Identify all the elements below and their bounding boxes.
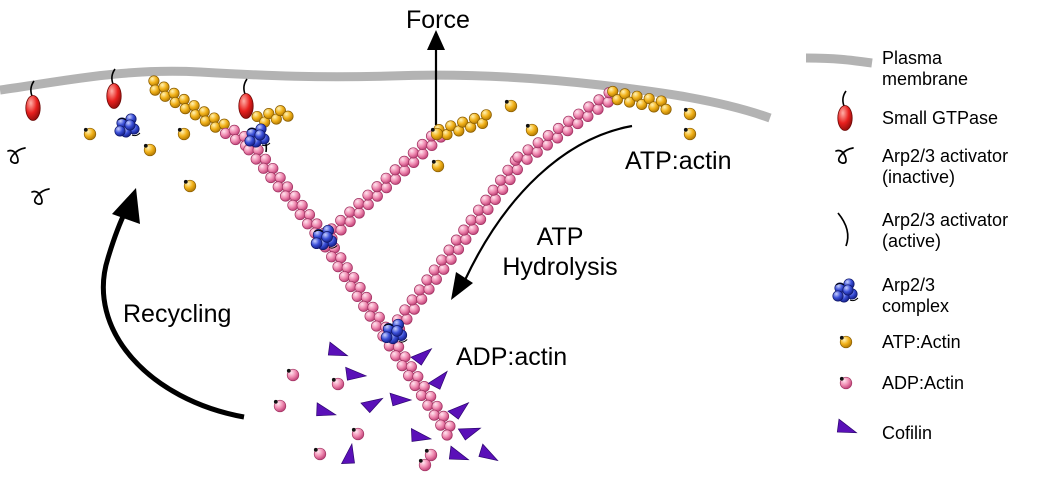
cofilin-icon bbox=[447, 402, 470, 420]
cofilin-icon bbox=[316, 402, 337, 417]
free-atp-actin bbox=[430, 127, 444, 141]
free-atp-actin bbox=[183, 179, 197, 193]
arp23-complex-icon bbox=[380, 318, 408, 345]
force-label: Force bbox=[406, 6, 470, 34]
arp23-complex-icon bbox=[832, 278, 859, 303]
arp23-complex-icon bbox=[310, 224, 338, 251]
atp-hydrolysis-line2: Hydrolysis bbox=[502, 253, 618, 281]
free-atp-actin bbox=[177, 127, 191, 141]
legend-arp23-complex: Arp2/3 complex bbox=[882, 275, 950, 316]
atp-hydrolysis-label: ATP Hydrolysis bbox=[490, 222, 630, 282]
free-adp-actin bbox=[351, 427, 365, 441]
legend-active-activator-icon bbox=[837, 212, 849, 247]
free-atp-actin bbox=[504, 99, 518, 113]
legend-adp-actin: ADP:Actin bbox=[882, 373, 965, 393]
arp23-activator-inactive-icon bbox=[31, 188, 50, 205]
free-adp-actin bbox=[286, 368, 300, 382]
legend-arp23-activator-active: Arp2/3 activator (active) bbox=[882, 210, 1009, 251]
free-atp-actin bbox=[143, 143, 157, 157]
cofilin-icon bbox=[327, 341, 349, 357]
branch-right-upper bbox=[512, 87, 615, 165]
short-atp-segment bbox=[251, 105, 294, 128]
arp23-complex-icon bbox=[114, 113, 141, 138]
free-adp-actin bbox=[313, 447, 327, 461]
legend-plasma-membrane: Plasma membrane bbox=[882, 48, 969, 89]
filament-main-upper bbox=[243, 135, 330, 239]
free-atp-actin bbox=[431, 159, 445, 173]
cofilin-icon bbox=[360, 397, 384, 414]
branch-upper-tip bbox=[433, 109, 492, 141]
legend-icons bbox=[805, 53, 873, 434]
cofilin-icon bbox=[410, 427, 433, 442]
plasma-membrane bbox=[0, 66, 772, 123]
branch-right-lower bbox=[384, 154, 523, 336]
free-adp-actin bbox=[331, 377, 345, 391]
atp-actin-label: ATP:actin bbox=[625, 147, 732, 175]
legend-small-gtpase: Small GTPase bbox=[882, 108, 999, 128]
cofilin-icon bbox=[478, 443, 499, 462]
cofilin-icon bbox=[427, 370, 448, 390]
cofilin-icon bbox=[836, 418, 858, 434]
cofilin-icon bbox=[340, 442, 355, 465]
free-atp-actin bbox=[683, 107, 697, 121]
atp-hydrolysis-line1: ATP bbox=[536, 223, 584, 251]
hydrolysis-arrow-shaft bbox=[464, 124, 633, 281]
small-gtpase-icon bbox=[837, 90, 853, 131]
free-adp-actin bbox=[839, 376, 853, 390]
filament-main-lower bbox=[319, 232, 456, 441]
arp23-activator-inactive-icon bbox=[835, 147, 854, 164]
arrows bbox=[100, 30, 633, 420]
legend-arp23-activator-inactive: Arp2/3 activator (inactive) bbox=[882, 146, 1009, 187]
force-arrow-head bbox=[427, 30, 445, 50]
free-atp-actin bbox=[525, 123, 539, 137]
free-atp-actin bbox=[683, 127, 697, 141]
arp23-activator-inactive-icon bbox=[7, 147, 26, 164]
hydrolysis-arrow-head bbox=[451, 272, 473, 300]
cofilin-icon bbox=[448, 445, 470, 461]
recycling-arrow-shaft bbox=[100, 206, 245, 420]
arp23-complex-icon bbox=[244, 123, 271, 148]
cofilin-icon bbox=[345, 366, 368, 381]
molecules bbox=[7, 68, 697, 472]
legend-atp-actin: ATP:Actin bbox=[882, 332, 961, 352]
small-gtpase-icon bbox=[25, 80, 41, 121]
small-gtpase-icon bbox=[106, 68, 122, 109]
free-adp-actin bbox=[273, 399, 287, 413]
recycling-arrow-head bbox=[112, 188, 140, 224]
free-adp-actin bbox=[418, 458, 432, 472]
cofilin-icon bbox=[410, 348, 433, 366]
free-atp-actin bbox=[83, 127, 97, 141]
legend-membrane-icon bbox=[805, 53, 873, 68]
cofilin-icon bbox=[389, 392, 413, 407]
branch-upper bbox=[316, 130, 447, 244]
actin-filaments bbox=[148, 75, 672, 441]
recycling-label: Recycling bbox=[123, 300, 232, 328]
cofilin-icon bbox=[457, 427, 482, 441]
filament-top-left bbox=[148, 75, 252, 152]
free-adp-actin bbox=[424, 448, 438, 462]
branch-right-tip bbox=[607, 85, 672, 115]
legend-cofilin: Cofilin bbox=[882, 423, 933, 443]
small-gtpase-icon bbox=[238, 78, 254, 119]
membrane-curve bbox=[0, 66, 772, 123]
free-atp-actin bbox=[839, 335, 853, 349]
adp-actin-label: ADP:actin bbox=[456, 343, 568, 371]
